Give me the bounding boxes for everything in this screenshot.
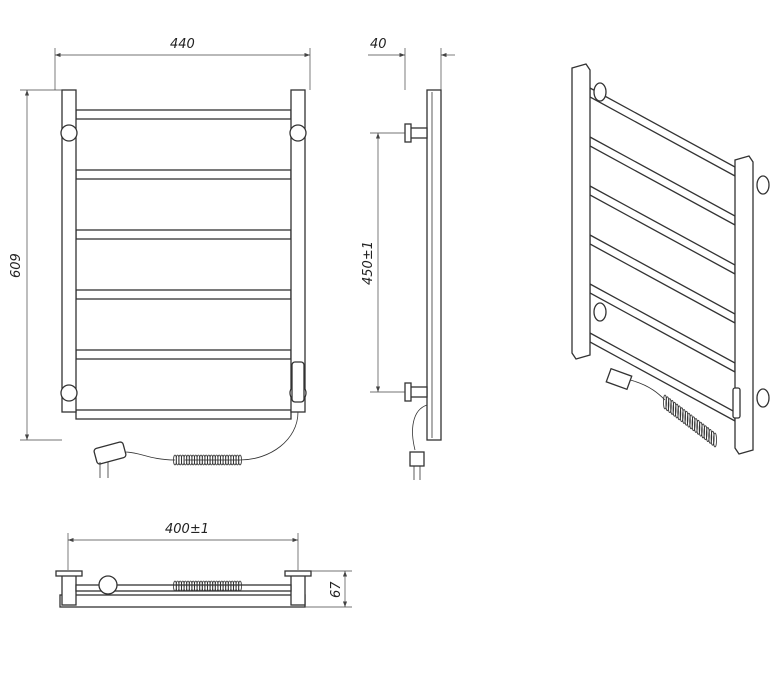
dim-bottom-width: 400±1 bbox=[165, 522, 209, 537]
dim-bottom-depth: 67 bbox=[329, 581, 344, 598]
perspective-rungs bbox=[589, 86, 736, 423]
front-rungs bbox=[75, 109, 292, 420]
dim-front-width: 440 bbox=[170, 37, 195, 52]
coil-loop bbox=[679, 407, 684, 423]
dim-front-height: 609 bbox=[9, 253, 24, 278]
coil-loop bbox=[689, 414, 694, 430]
coil-loop bbox=[705, 427, 710, 442]
coil-loop bbox=[703, 425, 708, 441]
coil-loop bbox=[238, 454, 242, 466]
rung bbox=[589, 282, 736, 374]
rung bbox=[589, 233, 736, 325]
coil-loop bbox=[677, 405, 682, 421]
rung bbox=[589, 86, 736, 178]
bottom-view: 400±1 67 bbox=[55, 522, 352, 608]
coiled-cable bbox=[173, 580, 242, 592]
coil-loop bbox=[663, 394, 667, 410]
coil-loop bbox=[670, 400, 675, 415]
rung bbox=[75, 109, 292, 120]
dim-side-depth: 40 bbox=[370, 37, 387, 52]
perspective-view bbox=[571, 63, 770, 455]
plug-icon bbox=[409, 451, 425, 467]
heater-switch bbox=[732, 387, 741, 419]
left-rail bbox=[61, 89, 77, 413]
coiled-cable bbox=[173, 454, 242, 466]
coiled-cable bbox=[663, 394, 717, 448]
rung bbox=[75, 409, 292, 420]
plug-icon bbox=[605, 367, 633, 391]
mount-knob bbox=[60, 124, 78, 142]
rung bbox=[75, 289, 292, 300]
coil-loop bbox=[708, 428, 713, 444]
cable bbox=[412, 404, 428, 451]
rung bbox=[75, 229, 292, 240]
coil-loop bbox=[710, 430, 715, 446]
bottom-rail bbox=[59, 594, 306, 608]
front-view: 440 609 bbox=[9, 37, 311, 478]
coil-loop bbox=[672, 401, 677, 417]
plug-icon bbox=[93, 441, 127, 465]
cable bbox=[124, 451, 176, 461]
coil-loop bbox=[675, 403, 679, 419]
coil-loop bbox=[696, 419, 701, 435]
heater-switch bbox=[291, 361, 305, 403]
coil-loop bbox=[691, 416, 696, 432]
side-view: 40 450±1 bbox=[361, 37, 455, 480]
right-rail bbox=[734, 155, 754, 455]
coil-loop bbox=[713, 432, 717, 448]
side-rail bbox=[426, 89, 442, 441]
mount-knob bbox=[60, 384, 78, 402]
coil-loop bbox=[667, 398, 672, 414]
coil-loop bbox=[682, 409, 686, 424]
left-rail bbox=[571, 63, 591, 360]
coil-loop bbox=[694, 418, 698, 433]
coil-loop bbox=[684, 410, 689, 426]
coil-loop bbox=[701, 423, 705, 439]
coil-loop bbox=[686, 412, 691, 428]
dim-mount-spacing: 450±1 bbox=[361, 241, 376, 285]
rung bbox=[75, 169, 292, 180]
coil-loop bbox=[698, 421, 703, 437]
rung bbox=[589, 135, 736, 227]
plug-icon bbox=[98, 575, 118, 595]
rung bbox=[75, 349, 292, 360]
coil-loop bbox=[238, 580, 242, 592]
rung bbox=[589, 184, 736, 276]
coil-loop bbox=[665, 396, 670, 412]
mount-knob bbox=[289, 124, 307, 142]
